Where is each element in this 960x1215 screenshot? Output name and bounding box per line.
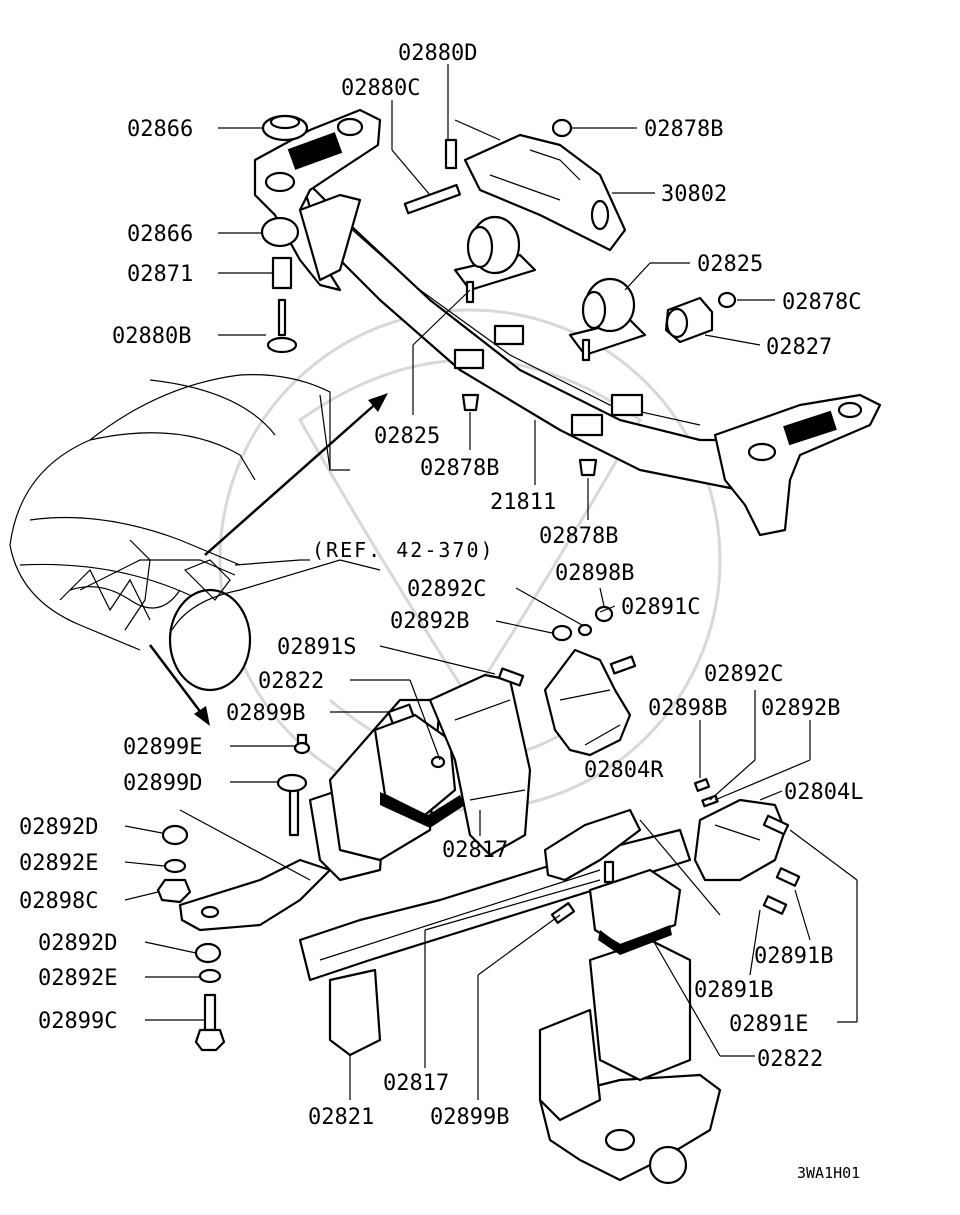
callout-label: 02804R bbox=[584, 758, 664, 783]
insulator-02817-right bbox=[543, 808, 642, 882]
vehicle-outline bbox=[9, 374, 381, 692]
callout-label: 02899B bbox=[430, 1105, 509, 1130]
insulator-02825-right bbox=[568, 277, 647, 357]
callout-label: 02880D bbox=[398, 41, 477, 66]
stopper-02827 bbox=[664, 296, 714, 344]
drawing-code: 3WA1H01 bbox=[797, 1164, 860, 1182]
callout-label: 02891S bbox=[277, 635, 356, 660]
callout-label: 02825 bbox=[374, 424, 440, 449]
callout-label: 02878B bbox=[420, 456, 499, 481]
callout-labels: 02880D 02880C 02866 02878B 30802 02866 0… bbox=[19, 41, 863, 1182]
callout-label: 02891E bbox=[729, 1012, 808, 1037]
callout-label: 02892E bbox=[19, 851, 98, 876]
callout-label: 02891B bbox=[694, 978, 773, 1003]
callout-label: 02825 bbox=[697, 252, 763, 277]
callout-label: 21811 bbox=[490, 490, 556, 515]
callout-label: 02898C bbox=[19, 889, 98, 914]
upper-hardware bbox=[260, 114, 737, 477]
insulator-02825-left bbox=[453, 215, 537, 292]
callout-label: 02880C bbox=[341, 76, 420, 101]
callout-label: 02827 bbox=[766, 335, 832, 360]
crossmember-02821 bbox=[298, 828, 692, 982]
callout-label: 02891C bbox=[621, 595, 700, 620]
bracket-30802 bbox=[463, 133, 627, 252]
callout-label: 02892D bbox=[38, 931, 117, 956]
callout-label: 02804L bbox=[784, 780, 863, 805]
callout-label: 02899E bbox=[123, 735, 202, 760]
callout-label: 30802 bbox=[661, 182, 727, 207]
callout-label: 02822 bbox=[757, 1047, 823, 1072]
upper-crossmember-assembly bbox=[253, 108, 882, 537]
bracket-02804L bbox=[693, 798, 787, 882]
callout-label: 02878B bbox=[539, 524, 618, 549]
callout-label: 02898B bbox=[555, 561, 634, 586]
insulator-02822-right bbox=[588, 868, 682, 955]
callout-label: 02817 bbox=[383, 1071, 449, 1096]
callout-label: 02817 bbox=[442, 838, 508, 863]
callout-label: 02892D bbox=[19, 815, 98, 840]
callout-label: 02892E bbox=[38, 966, 117, 991]
callout-label: 02821 bbox=[308, 1105, 374, 1130]
callout-label: 02866 bbox=[127, 117, 193, 142]
callout-label: 02899B bbox=[226, 701, 305, 726]
pointer-arrows bbox=[149, 393, 388, 726]
insulator-02817-left bbox=[428, 673, 532, 857]
callout-label: 02880B bbox=[112, 324, 191, 349]
callout-label: 02871 bbox=[127, 262, 193, 287]
callout-label: 02892B bbox=[390, 609, 469, 634]
callout-label: 02878B bbox=[644, 117, 723, 142]
bracket-02804R bbox=[543, 648, 632, 757]
callout-label: 02892C bbox=[704, 662, 783, 687]
callout-label: 02899C bbox=[38, 1009, 117, 1034]
callout-label: 02892C bbox=[407, 577, 486, 602]
callout-label: 02891B bbox=[754, 944, 833, 969]
crossmember-right-bracket bbox=[713, 393, 882, 537]
leader-lines bbox=[124, 64, 858, 1100]
callout-label: 02892B bbox=[761, 696, 840, 721]
callout-label: 02878C bbox=[782, 290, 861, 315]
callout-label: 02899D bbox=[123, 771, 202, 796]
insulator-02822-left bbox=[373, 713, 465, 828]
callout-label: 02898B bbox=[648, 696, 727, 721]
reference-note: (REF. 42-370) bbox=[312, 538, 495, 562]
callout-label: 02866 bbox=[127, 222, 193, 247]
callout-label: 02822 bbox=[258, 669, 324, 694]
